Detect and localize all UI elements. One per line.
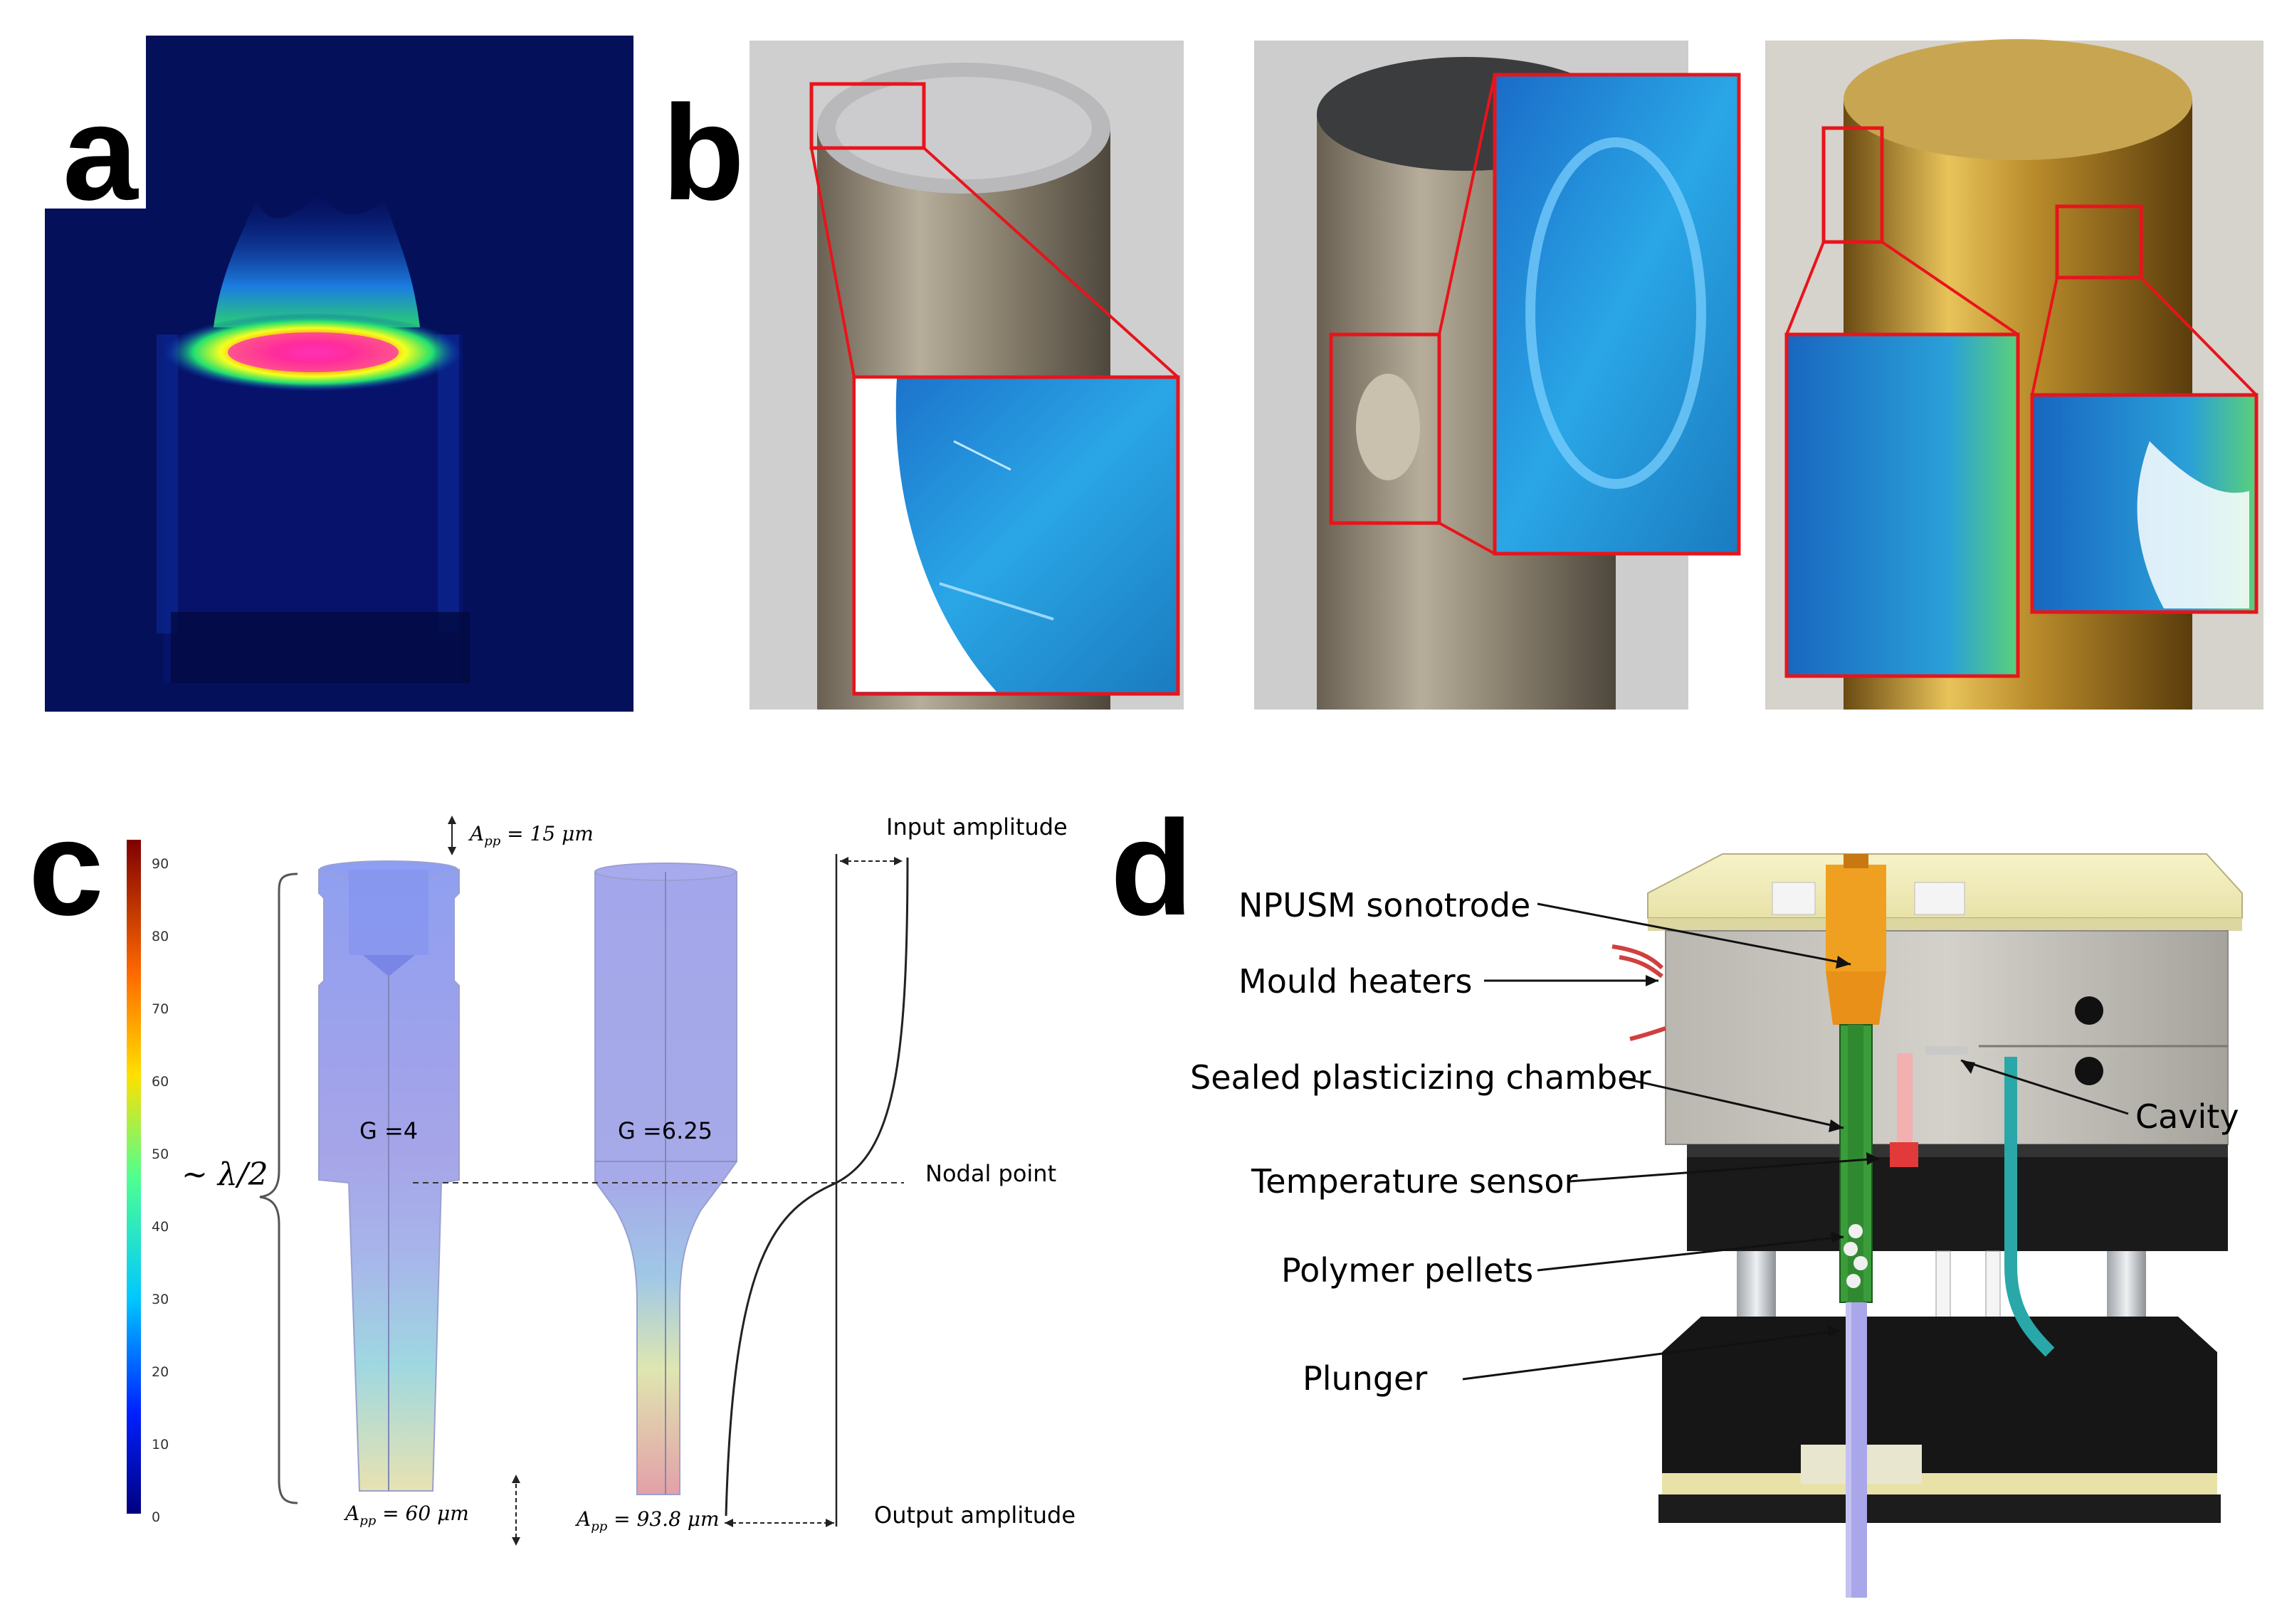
lambda-label: ~ λ/2 <box>182 1156 268 1193</box>
input-app-label: App = 15 μm <box>470 822 594 849</box>
colorbar <box>127 840 141 1514</box>
app-value: = 15 μm <box>500 822 594 845</box>
app-value: = 60 μm <box>376 1502 469 1525</box>
label-polymer-pellets: Polymer pellets <box>1281 1251 1534 1290</box>
label-temperature-sensor: Temperature sensor <box>1251 1162 1578 1201</box>
colorbar-tick: 80 <box>152 929 169 944</box>
app-subscript: pp <box>484 833 501 849</box>
nodal-point-label: Nodal point <box>925 1160 1057 1187</box>
panel-letter-a: a <box>63 78 138 228</box>
label-plunger: Plunger <box>1303 1359 1428 1398</box>
colorbar-tick: 70 <box>152 1001 169 1017</box>
label-cavity: Cavity <box>2135 1097 2239 1136</box>
label-sonotrode: NPUSM sonotrode <box>1239 886 1531 924</box>
label-plasticizing-chamber: Sealed plasticizing chamber <box>1190 1058 1651 1097</box>
app-value: = 93.8 μm <box>607 1507 720 1531</box>
colorbar-tick: 20 <box>152 1364 169 1380</box>
colorbar-tick: 0 <box>152 1509 161 1525</box>
input-amplitude-label: Input amplitude <box>886 813 1068 840</box>
app-symbol: A <box>577 1507 591 1531</box>
app-subscript: pp <box>359 1513 377 1529</box>
app-symbol: A <box>470 822 485 845</box>
colorbar-tick: 50 <box>152 1146 169 1162</box>
output-right-app-label: App = 93.8 μm <box>577 1507 720 1534</box>
gain-right-label: G =6.25 <box>618 1117 713 1144</box>
panel-letter-b: b <box>662 78 745 228</box>
gain-left-label: G =4 <box>359 1117 419 1144</box>
output-left-app-label: App = 60 μm <box>345 1502 469 1529</box>
app-subscript: pp <box>591 1519 608 1534</box>
output-amplitude-label: Output amplitude <box>874 1502 1076 1529</box>
label-mould-heaters: Mould heaters <box>1239 962 1473 1001</box>
app-symbol: A <box>345 1502 360 1525</box>
colorbar-tick: 40 <box>152 1219 169 1235</box>
panel-letter-c: c <box>28 793 104 944</box>
colorbar-tick: 90 <box>152 856 169 872</box>
colorbar-tick: 30 <box>152 1292 169 1307</box>
panel-letter-d: d <box>1110 793 1194 944</box>
colorbar-tick: 10 <box>152 1437 169 1452</box>
colorbar-tick: 60 <box>152 1074 169 1090</box>
